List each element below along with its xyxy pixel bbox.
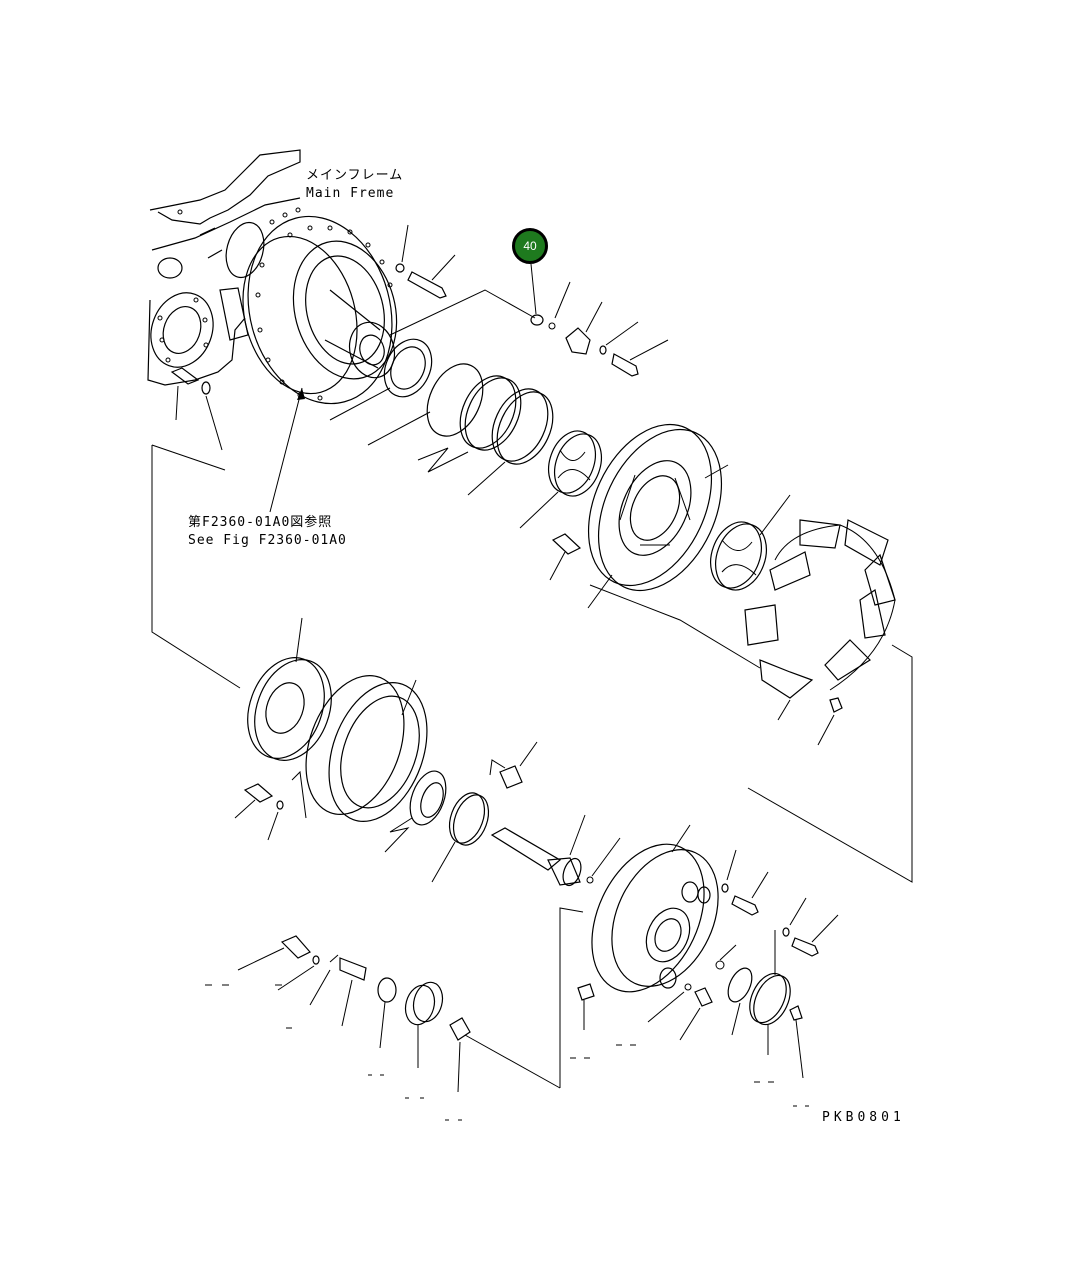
housing-bolt-holes [255, 225, 393, 401]
hub-housing [577, 824, 769, 1041]
planet-carrier-large [710, 494, 791, 591]
frame-bolt [170, 367, 223, 451]
drive-shaft [490, 814, 621, 887]
lower-parts-chain [237, 935, 471, 1093]
main-frame [147, 149, 301, 386]
housing-bolt [395, 224, 456, 299]
carrier-plates [384, 741, 538, 883]
assembly-bracket-lines [151, 289, 913, 1089]
pin-parts [530, 281, 669, 377]
main-frame-label-jp: メインフレーム [306, 168, 404, 183]
reference-label-en: See Fig F2360-01A0 [188, 533, 347, 548]
planet-carrier-small [519, 430, 602, 529]
sprocket-segments [744, 519, 896, 746]
ring-gear [305, 675, 428, 822]
lower-left-bolts [234, 770, 307, 841]
hub-cover [727, 897, 839, 1079]
placeholder-dashes [205, 984, 809, 1121]
drive-housing [242, 215, 398, 405]
brake-disc [549, 423, 729, 609]
frame-bolt-holes [157, 207, 301, 363]
reference-label-jp: 第F2360-01A0図参照 [188, 515, 333, 530]
callout-40-button[interactable]: 40 [512, 228, 548, 264]
reference-arrow [269, 387, 305, 513]
seal-rings [329, 338, 554, 496]
bearing-cage [247, 617, 332, 761]
drawing-code: PKB0801 [822, 1110, 905, 1125]
main-frame-label-en: Main Freme [306, 186, 395, 201]
